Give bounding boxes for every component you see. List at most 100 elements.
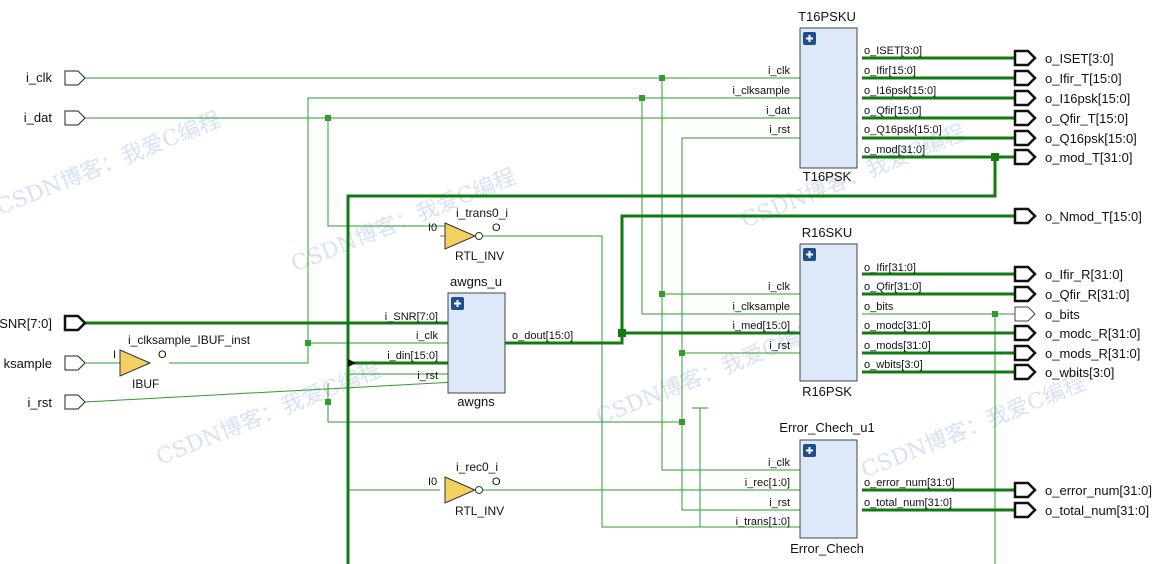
port-arrow-icon [1013,69,1037,87]
port-label: o_Ifir_T[15:0] [1045,71,1122,86]
port-label: o_mods_R[31:0] [1045,346,1140,361]
port-arrow-icon [64,70,86,86]
port-label: i_rst [27,395,52,410]
port-arrow-icon [64,394,86,410]
port-arrow-icon [1013,501,1037,519]
inv-cell-label: RTL_INV [455,504,504,518]
port-arrow-icon [1013,285,1037,303]
thin-wires [84,77,1015,564]
ibuf-instance-label: i_clksample_IBUF_inst [128,333,251,347]
inv-instance-label: i_rec0_i [456,460,498,474]
pin-label: o_Ifir[31:0] [864,262,916,274]
pin-label: i_med[15:0] [733,320,790,332]
inv-out-pin: O [492,222,501,234]
port-o-bits[interactable]: o_bits [1014,306,1080,322]
port-i-dat[interactable]: i_dat [24,110,86,126]
output-ports: o_ISET[3:0] o_Ifir_T[15:0] o_I16psk[15:0… [1013,49,1152,519]
pin-label: o_error_num[31:0] [864,477,955,489]
port-arrow-icon [1013,89,1037,107]
port-o-iset[interactable]: o_ISET[3:0] [1013,49,1114,67]
port-o-modc-r[interactable]: o_modc_R[31:0] [1013,324,1140,342]
port-arrow-icon [1013,265,1037,283]
pin-label: i_rst [769,340,790,352]
expand-plus-icon[interactable] [803,32,816,45]
port-arrow-icon [1013,481,1037,499]
port-o-total-num[interactable]: o_total_num[31:0] [1013,501,1149,519]
port-label: SNR[7:0] [0,316,52,331]
block-awgns-u[interactable]: awgns_u awgns i_SNR[7:0] i_clk i_din[15:… [385,274,573,409]
port-arrow-icon [1013,207,1037,225]
port-arrow-icon [1013,109,1037,127]
port-o-ifir-t[interactable]: o_Ifir_T[15:0] [1013,69,1122,87]
port-o-error-num[interactable]: o_error_num[31:0] [1013,481,1152,499]
connection-arrow-icon [348,359,356,367]
port-o-ifir-r[interactable]: o_Ifir_R[31:0] [1013,265,1123,283]
block-instance-label: Error_Chech_u1 [779,420,874,435]
watermark-6: CSDN博客：我爱C编程 [858,371,1090,484]
pin-label: i_rst [769,124,790,136]
port-o-i16psk[interactable]: o_I16psk[15:0] [1013,89,1130,107]
pin-label: i_SNR[7:0] [385,311,438,323]
port-o-qfir-t[interactable]: o_Qfir_T[15:0] [1013,109,1128,127]
pin-label: o_modc[31:0] [864,320,931,332]
block-input-pins: i_clk i_clksample i_med[15:0] i_rst [733,281,791,352]
port-label: o_error_num[31:0] [1045,483,1152,498]
watermark-3: CSDN博客：我爱C编程 [153,358,385,471]
port-label: o_I16psk[15:0] [1045,91,1130,106]
port-o-qfir-r[interactable]: o_Qfir_R[31:0] [1013,285,1130,303]
block-r16sku[interactable]: R16SKU R16PSK i_clk i_clksample i_med[15… [733,225,931,399]
port-o-nmod-t[interactable]: o_Nmod_T[15:0] [1013,207,1142,225]
pin-label: o_dout[15:0] [512,330,573,342]
port-arrow-icon [1013,344,1037,362]
port-label: o_Qfir_R[31:0] [1045,287,1130,302]
pin-label: o_Q16psk[15:0] [864,124,942,136]
ibuf-gate[interactable]: I O i_clksample_IBUF_inst IBUF [85,333,251,391]
pin-label: i_clk [768,457,791,469]
inverter-rec[interactable]: I0 O i_rec0_i RTL_INV [428,460,504,518]
block-instance-label: T16PSKU [798,9,856,24]
port-i-rst[interactable]: i_rst [27,394,86,410]
pin-label: i_clk [768,281,791,293]
block-input-pins: i_clk i_rec[1:0] i_rst i_trans[1:0] [736,457,791,528]
port-arrow-icon [64,355,86,371]
port-o-mod-t[interactable]: o_mod_T[31:0] [1013,148,1132,166]
pin-label: o_mods[31:0] [864,340,931,352]
port-i-snr[interactable]: SNR[7:0] [0,314,87,332]
port-label: i_clk [26,70,53,85]
port-i-clk[interactable]: i_clk [26,70,86,86]
port-label: o_wbits[3:0] [1045,365,1114,380]
inverter-icon [444,222,477,250]
block-error-chech-u1[interactable]: Error_Chech_u1 Error_Chech i_clk i_rec[1… [736,420,955,556]
pin-label: o_I16psk[15:0] [864,85,936,97]
pin-label: o_bits [864,301,894,313]
port-arrow-icon [1013,49,1037,67]
expand-plus-icon[interactable] [803,444,816,457]
block-cell-label: R16PSK [802,384,852,399]
block-t16psku[interactable]: T16PSKU T16PSK i_clk i_clksample i_dat i… [733,9,942,184]
block-output-pins: o_error_num[31:0] o_total_num[31:0] [864,477,955,509]
bus-wires [85,56,1015,564]
pin-label: o_Qfir[15:0] [864,105,921,117]
pin-label: i_rec[1:0] [745,477,790,489]
port-arrow-icon [1013,363,1037,381]
pin-label: o_Qfir[31:0] [864,281,921,293]
expand-plus-icon[interactable] [803,248,816,261]
expand-plus-icon[interactable] [451,297,464,310]
inv-in-pin: I0 [428,222,437,234]
block-instance-label: R16SKU [802,225,853,240]
port-arrow-icon [1014,306,1036,322]
buffer-icon [119,349,152,377]
port-o-mods-r[interactable]: o_mods_R[31:0] [1013,344,1140,362]
inverter-trans[interactable]: I0 O i_trans0_i RTL_INV [428,206,508,263]
block-output-pins: o_Ifir[31:0] o_Qfir[31:0] o_bits o_modc[… [864,262,931,371]
port-label: o_Ifir_R[31:0] [1045,267,1123,282]
inv-in-pin: I0 [428,476,437,488]
port-arrow-icon [64,110,86,126]
port-o-wbits[interactable]: o_wbits[3:0] [1013,363,1114,381]
input-ports: i_clk i_dat SNR[7:0] ksample i_rst [0,70,87,410]
block-output-pins: o_ISET[3:0] o_Ifir[15:0] o_I16psk[15:0] … [864,45,942,156]
port-label: o_bits [1045,307,1080,322]
port-o-q16psk[interactable]: o_Q16psk[15:0] [1013,129,1137,147]
block-output-pins: o_dout[15:0] [512,330,573,342]
port-i-clksample[interactable]: ksample [4,355,86,371]
